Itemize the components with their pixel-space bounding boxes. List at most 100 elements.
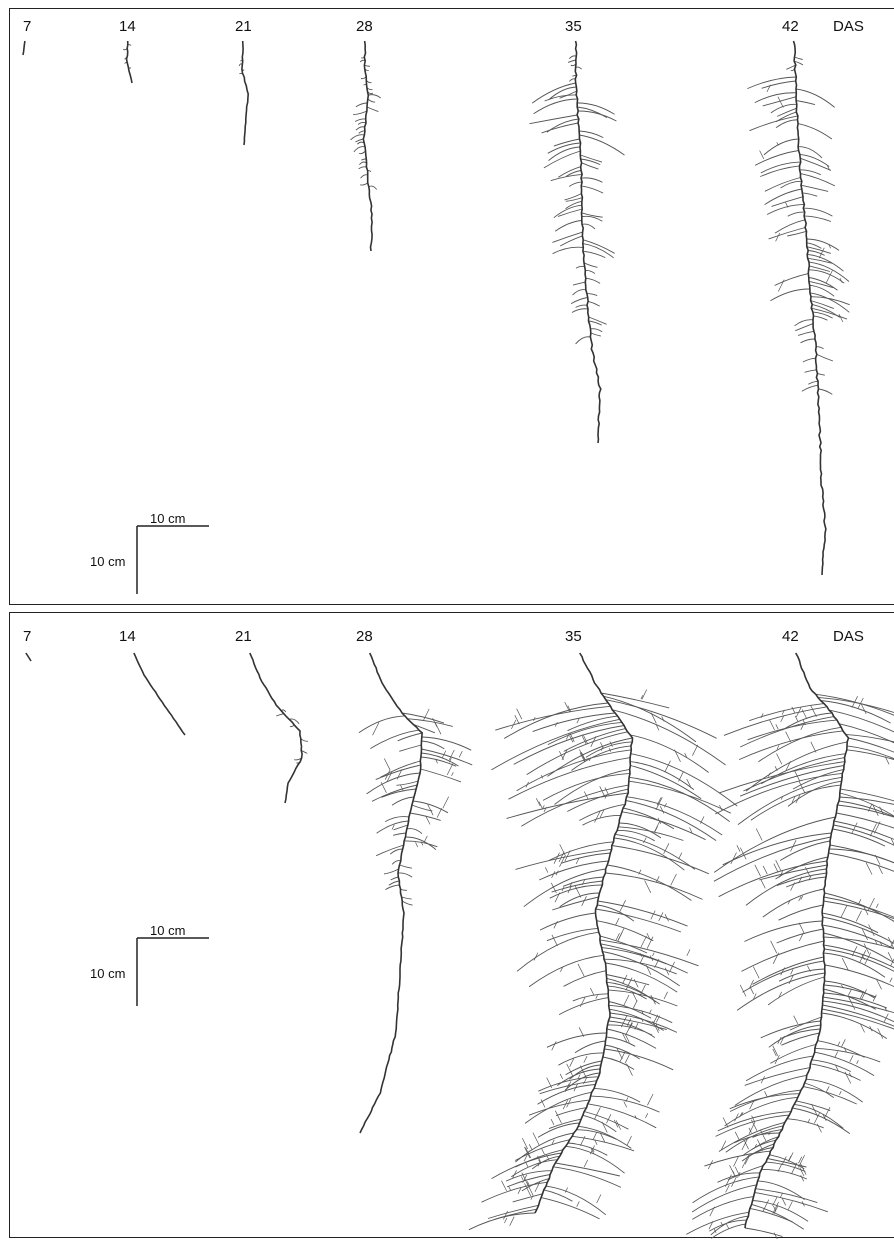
bottom-root-42-sublateral [799, 923, 804, 933]
bottom-root-42-sublateral [835, 1052, 838, 1058]
top-root-35-lateral [569, 182, 582, 186]
top-root-28-lateral [368, 99, 375, 102]
bottom-root-35-lateral [507, 793, 629, 819]
bottom-root-35-sublateral [633, 1000, 637, 1008]
bottom-root-35-lateral [630, 735, 709, 773]
bottom-root-42-lateral [812, 1060, 851, 1072]
bottom-root-drawings [10, 613, 894, 1239]
bottom-root-35-sublateral [679, 853, 682, 859]
bottom-root-35-sublateral [518, 1188, 521, 1194]
top-root-35-lateral [576, 305, 587, 307]
bottom-label-14-das: 14 [119, 629, 136, 644]
top-root-35-lateral [582, 163, 599, 169]
top-label-21-das: 21 [235, 19, 252, 34]
bottom-root-35-lateral [600, 936, 647, 953]
bottom-root-42-lateral [825, 893, 894, 944]
bottom-root-42-lateral [840, 789, 894, 818]
top-root-42-sublateral [839, 314, 843, 322]
bottom-root-28-lateral [392, 797, 414, 805]
bottom-label-7-das: 7 [23, 629, 31, 644]
bottom-root-28-sublateral [424, 836, 427, 843]
top-root-35-lateral [583, 251, 605, 257]
bottom-root-28-lateral [367, 773, 421, 794]
top-root-42-lateral [764, 139, 799, 155]
bottom-root-28-lateral [359, 716, 405, 733]
bottom-root-42-sublateral [777, 754, 782, 765]
top-root-35-lateral [587, 294, 597, 296]
top-root-42-lateral [818, 374, 825, 376]
bottom-root-42-sublateral [799, 896, 801, 901]
bottom-root-28-sublateral [384, 759, 390, 770]
top-root-35-lateral [576, 337, 591, 344]
bottom-root-28-lateral [376, 845, 404, 856]
bottom-root-42-sublateral [811, 742, 816, 753]
bottom-root-35-lateral [626, 801, 716, 841]
bottom-root-42-sublateral [795, 771, 800, 782]
top-root-42-lateral [805, 370, 817, 373]
bottom-root-42-sublateral [860, 950, 866, 963]
top-root-35 [530, 41, 625, 443]
bottom-root-35-sublateral [627, 1064, 633, 1076]
bottom-root-35-sublateral [509, 1186, 511, 1190]
bottom-root-7 [26, 653, 31, 661]
bottom-root-42-sublateral [756, 829, 762, 841]
bottom-root-42-sublateral [857, 1060, 859, 1064]
top-root-42-lateral [796, 89, 835, 107]
bottom-root-28-lateral [398, 873, 412, 877]
bottom-root-42-lateral [781, 1033, 819, 1045]
bottom-root-42-sublateral [775, 1055, 779, 1064]
bottom-root-28-sublateral [452, 772, 454, 776]
bottom-root-35-sublateral [654, 821, 660, 832]
top-root-35-lateral [551, 174, 582, 180]
top-root-42-lateral [775, 274, 809, 286]
top-root-28-lateral [356, 103, 367, 107]
bottom-root-35-sublateral [594, 1107, 600, 1119]
bottom-root-42-sublateral [841, 906, 847, 918]
bottom-root-35-sublateral [679, 772, 684, 781]
top-root-35-lateral [591, 333, 601, 336]
bottom-root-42-sublateral [742, 1155, 748, 1168]
bottom-root-42-lateral [823, 1001, 894, 1023]
bottom-root-35-sublateral [593, 1133, 597, 1140]
bottom-root-35-sublateral [597, 1195, 601, 1204]
bottom-root-42-sublateral [862, 929, 867, 940]
bottom-root-42-lateral [739, 731, 843, 760]
bottom-root-28-lateral [389, 881, 400, 885]
bottom-root-35-sublateral [596, 995, 598, 998]
top-root-42-sublateral [760, 151, 764, 159]
bottom-root-35-sublateral [655, 826, 658, 832]
top-root-42-lateral [803, 208, 832, 216]
bottom-root-35-lateral [602, 952, 679, 986]
top-root-42-lateral [800, 154, 829, 166]
top-root-42-sublateral [826, 271, 832, 283]
bottom-root-42-sublateral [838, 1042, 840, 1046]
bottom-root-28-lateral [370, 730, 419, 749]
bottom-root-35-sublateral [645, 1113, 647, 1118]
bottom-root-42-lateral [806, 1079, 862, 1102]
top-root-35-lateral [579, 131, 603, 138]
bottom-root-35-sublateral [651, 713, 656, 724]
top-root-35-taproot [575, 41, 601, 443]
top-root-35-lateral [586, 278, 600, 283]
bottom-root-42-sublateral [786, 732, 791, 742]
top-root-42-lateral [761, 162, 801, 173]
bottom-root-28-lateral [391, 877, 399, 880]
bottom-root-28-sublateral [443, 797, 449, 809]
bottom-root-28-lateral [385, 885, 399, 890]
bottom-root-35-lateral [556, 1108, 587, 1116]
bottom-root-35-lateral [540, 913, 596, 930]
bottom-root-42-sublateral [870, 824, 876, 837]
bottom-root-35-sublateral [517, 709, 522, 720]
bottom-root-35-sublateral [545, 867, 548, 872]
bottom-root-28-sublateral [449, 750, 454, 760]
bottom-root-14-taproot [134, 653, 185, 735]
top-root-42-lateral [807, 239, 839, 250]
bottom-root-42-lateral [745, 1228, 783, 1237]
bottom-root-35-lateral [547, 738, 632, 776]
top-root-7-taproot [23, 41, 25, 55]
bottom-root-35-lateral [568, 1143, 607, 1155]
top-root-35-lateral [584, 263, 598, 268]
bottom-root-42-lateral [824, 945, 894, 973]
bottom-root-35-lateral [521, 785, 628, 826]
bottom-root-28-lateral [399, 745, 421, 751]
